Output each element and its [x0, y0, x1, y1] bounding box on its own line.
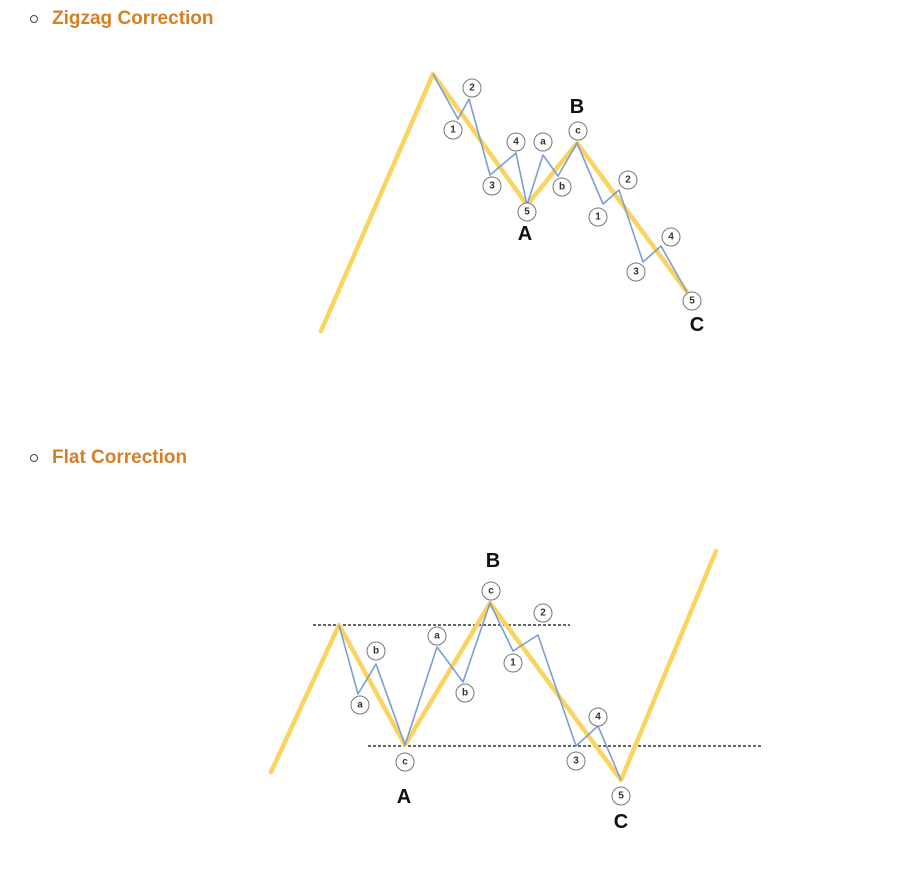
- svg-text:1: 1: [510, 658, 516, 669]
- svg-text:3: 3: [489, 181, 495, 192]
- zigzag-marker-a: a: [533, 132, 553, 152]
- flat-label-c: C: [614, 811, 628, 833]
- flat-marker-b-b: b: [455, 683, 475, 703]
- section-title-flat: Flat Correction: [52, 447, 188, 468]
- section-title-zigzag: Zigzag Correction: [52, 8, 214, 29]
- svg-text:c: c: [488, 586, 494, 597]
- flat-marker-b: b: [366, 641, 386, 661]
- zigzag-marker-2: 2: [462, 78, 482, 98]
- svg-text:c: c: [402, 757, 408, 768]
- zigzag-marker-c-1: 1: [588, 207, 608, 227]
- zigzag-marker-5: 5: [517, 202, 537, 222]
- flat-marker-c-1: 1: [503, 653, 523, 673]
- zigzag-marker-c-3: 3: [626, 262, 646, 282]
- flat-marker-c-4: 4: [588, 707, 608, 727]
- svg-text:2: 2: [625, 175, 631, 186]
- svg-text:5: 5: [618, 791, 624, 802]
- svg-text:a: a: [434, 631, 440, 642]
- svg-text:2: 2: [469, 83, 475, 94]
- svg-text:b: b: [559, 182, 565, 193]
- section-zigzag: Zigzag Correction: [30, 8, 214, 30]
- zigzag-marker-c-5: 5: [682, 291, 702, 311]
- zigzag-marker-1: 1: [443, 120, 463, 140]
- flat-wave-line: [338, 602, 622, 781]
- hollow-circle-bullet-icon: [30, 15, 38, 23]
- section-flat: Flat Correction: [30, 447, 187, 469]
- svg-text:1: 1: [595, 212, 601, 223]
- zigzag-marker-c-2: 2: [618, 170, 638, 190]
- svg-text:5: 5: [689, 296, 695, 307]
- flat-label-a: A: [397, 786, 411, 808]
- flat-marker-b-c: c: [481, 581, 501, 601]
- flat-marker-c-5: 5: [611, 786, 631, 806]
- svg-text:4: 4: [595, 712, 601, 723]
- svg-text:3: 3: [633, 267, 639, 278]
- zigzag-marker-3: 3: [482, 176, 502, 196]
- hollow-circle-bullet-icon: [30, 454, 38, 462]
- zigzag-marker-c-4: 4: [661, 227, 681, 247]
- flat-marker-c: c: [395, 752, 415, 772]
- zigzag-wave-line: [432, 73, 688, 293]
- flat-marker-a: a: [350, 695, 370, 715]
- svg-text:3: 3: [573, 756, 579, 767]
- svg-text:4: 4: [513, 137, 519, 148]
- flat-marker-b-a: a: [427, 626, 447, 646]
- svg-text:a: a: [357, 700, 363, 711]
- zigzag-label-c: C: [690, 314, 704, 336]
- svg-text:c: c: [575, 126, 581, 137]
- svg-text:5: 5: [524, 207, 530, 218]
- svg-text:4: 4: [668, 232, 674, 243]
- svg-text:b: b: [462, 688, 468, 699]
- zigzag-label-a: A: [518, 223, 532, 245]
- svg-text:1: 1: [450, 125, 456, 136]
- zigzag-marker-4: 4: [506, 132, 526, 152]
- zigzag-marker-c: c: [568, 121, 588, 141]
- svg-text:2: 2: [540, 608, 546, 619]
- flat-marker-c-3: 3: [566, 751, 586, 771]
- flat-trend-line: [268, 548, 719, 783]
- flat-label-b: B: [486, 550, 500, 572]
- svg-text:b: b: [373, 646, 379, 657]
- zigzag-marker-b: b: [552, 177, 572, 197]
- svg-text:a: a: [540, 137, 546, 148]
- zigzag-label-b: B: [570, 96, 584, 118]
- flat-marker-c-2: 2: [533, 603, 553, 623]
